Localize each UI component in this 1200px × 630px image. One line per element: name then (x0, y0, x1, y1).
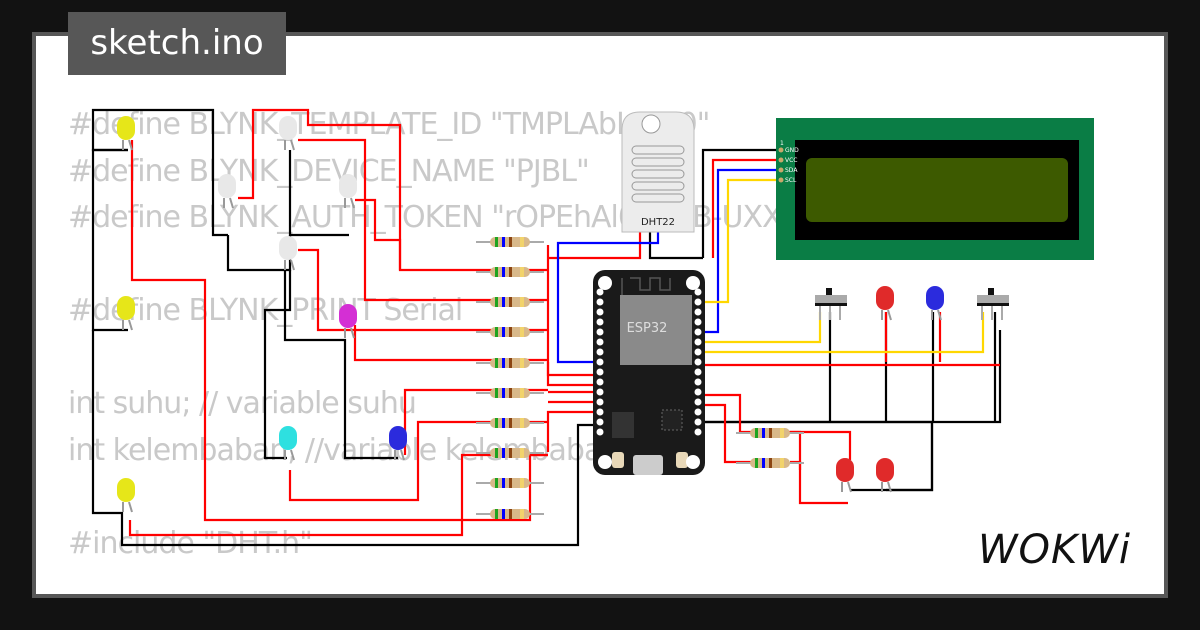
esp32-pin (596, 348, 604, 356)
resistor (475, 477, 545, 489)
esp32-pin (596, 298, 604, 306)
esp32-pin (694, 418, 702, 426)
resistor (475, 296, 545, 308)
led-white (218, 174, 236, 209)
code-line: #include "DHT.h" (68, 525, 313, 561)
resistor (475, 266, 545, 278)
esp32-pin (694, 328, 702, 336)
esp32-pin (694, 378, 702, 386)
lcd-pin (778, 147, 784, 153)
esp32-pin (596, 288, 604, 296)
esp32-label: ESP32 (627, 321, 668, 336)
led-white (279, 116, 297, 151)
lcd-pin-label: VCC (785, 157, 797, 164)
esp32-board: ESP32 (593, 270, 705, 475)
wires-yellow (700, 178, 985, 354)
led-yellow (117, 478, 135, 513)
esp32-pin (694, 358, 702, 366)
resistor (475, 417, 545, 429)
esp32-pin (596, 358, 604, 366)
esp32-pin (596, 378, 604, 386)
resistor (735, 457, 805, 469)
led-red (836, 458, 854, 493)
dht22-sensor: DHT22 (621, 111, 695, 233)
led-yellow (117, 116, 135, 151)
led-red (876, 286, 894, 321)
resistor (475, 508, 545, 520)
led-blue (389, 426, 407, 461)
led-red (876, 458, 894, 493)
esp32-pin (596, 328, 604, 336)
wires-blue (556, 168, 780, 364)
esp32-pin (596, 368, 604, 376)
lcd-pin-label: SDA (785, 167, 798, 174)
code-line: #define BLYNK_DEVICE_NAME "PJBL" (68, 153, 590, 189)
wokwi-logo: WOKWi (978, 527, 1131, 573)
esp32-pin (694, 388, 702, 396)
lcd-pin (778, 177, 784, 183)
esp32-pin (694, 348, 702, 356)
esp32-pin (596, 338, 604, 346)
esp32-pin (596, 318, 604, 326)
slide-switch (815, 288, 847, 320)
resistor (475, 447, 545, 459)
dht22-label: DHT22 (641, 217, 675, 228)
file-tab[interactable]: sketch.ino (68, 12, 286, 75)
esp32-pin (694, 408, 702, 416)
lcd-pin (778, 167, 784, 173)
esp32-pin (596, 388, 604, 396)
led-cyan (279, 426, 297, 461)
led-blue (926, 286, 944, 321)
esp32-pin (596, 398, 604, 406)
lcd-pin (778, 157, 784, 163)
led-group (117, 116, 944, 513)
esp32-pin (694, 398, 702, 406)
esp32-pin (694, 368, 702, 376)
esp32-pin (596, 428, 604, 436)
esp32-pin (694, 318, 702, 326)
wires-black (91, 108, 1002, 547)
esp32-pin (596, 308, 604, 316)
lcd-pin-label: SCL (785, 177, 797, 184)
slide-switch (977, 288, 1009, 320)
resistor (475, 236, 545, 248)
resistor (475, 326, 545, 338)
esp32-pin (694, 288, 702, 296)
led-white (279, 236, 297, 271)
esp32-pin (694, 428, 702, 436)
esp32-pin (596, 418, 604, 426)
resistor (735, 427, 805, 439)
esp32-pin (694, 308, 702, 316)
esp32-pins (596, 288, 702, 436)
led-white (339, 174, 357, 209)
led-yellow (117, 296, 135, 331)
wires-red (128, 108, 1000, 537)
esp32-pin (694, 338, 702, 346)
esp32-pin (694, 298, 702, 306)
lcd-pin-marker: 1 (780, 140, 784, 147)
esp32-pin (596, 408, 604, 416)
led-magenta (339, 304, 357, 339)
lcd-pin-label: GND (785, 147, 799, 154)
